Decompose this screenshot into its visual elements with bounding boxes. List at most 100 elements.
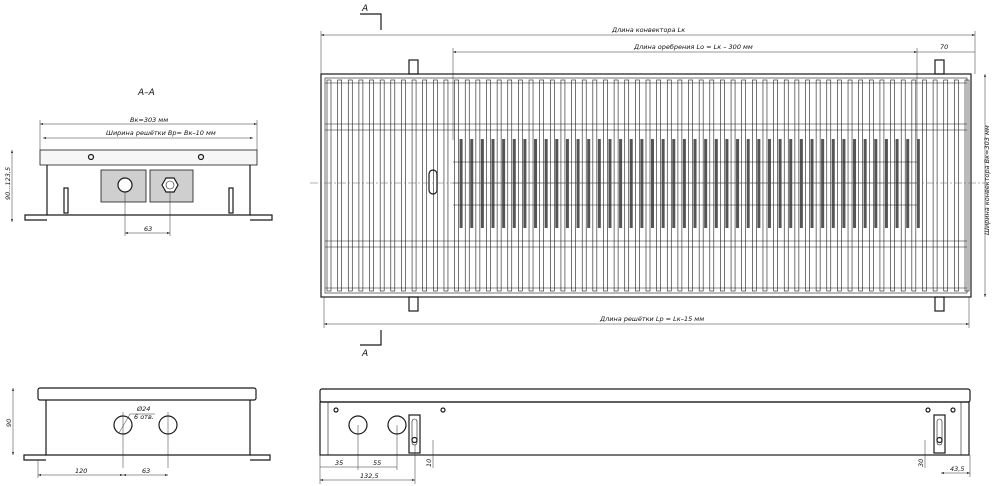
heat-exchanger-fin [842,139,846,228]
grille-bar [645,79,651,292]
heat-exchanger-fin [736,139,740,228]
heat-exchanger-fin [502,139,506,228]
heat-exchanger-fin [629,139,633,228]
grille-bar [624,79,630,292]
grille-bar [507,79,513,292]
heat-exchanger-fin [799,139,803,228]
heat-exchanger-fin [767,139,771,228]
heat-exchanger-fin [640,139,644,228]
end-view: Ø24 6 отв. 90 120 63 [5,387,271,478]
grille [320,73,972,298]
grille-bar [879,79,885,292]
heat-exchanger-fin [661,139,665,228]
heat-exchanger-fin [608,139,612,228]
heat-exchanger-fin [810,139,814,228]
grille-bar [666,79,672,292]
grille-bar [815,79,821,292]
hole-count-label: 6 отв. [134,413,154,421]
grille-bar [698,79,704,292]
heat-exchanger-fin [725,139,729,228]
grille-bar [688,79,693,292]
heat-exchanger-fin [863,139,867,228]
dimension-30: 30 [917,459,925,467]
section-mark-top: А [360,4,382,30]
grille-bar [677,79,683,292]
heat-exchanger-fin [778,139,782,228]
heat-exchanger-fin [523,139,527,228]
grille-bar [943,79,949,292]
heat-exchanger-fin [534,139,538,228]
dimension-43-5: 43,5 [950,465,964,473]
handle-slot [428,169,438,195]
grille-bar [720,79,725,292]
heat-exchanger-fin [491,139,495,228]
grille-bar [773,79,778,292]
heat-exchanger-fin [746,139,750,228]
mounting-bracket [408,414,421,454]
heat-exchanger-fin [757,139,761,228]
dimension-55: 55 [373,459,381,467]
length-dimension: Длина конвектора Lк [611,26,685,34]
heat-exchanger-fin [544,139,548,228]
grille-bar [539,79,544,292]
grille-bar [581,79,587,292]
section-mark-bottom: А [360,330,382,359]
heat-exchanger-fin [704,139,708,228]
grille-bar [635,79,640,292]
grille-bar [656,79,661,292]
grille-bar [964,79,970,292]
grille-bar [518,79,523,292]
heat-exchanger-fin [714,139,718,228]
grille-bar [794,79,800,292]
grille-bar [837,79,842,292]
heat-exchanger-fin [651,139,654,228]
grille-bar [443,79,449,292]
section-view-a-a: А–А Вк=303 мм Ширина решётки Вр= Вк–10 м… [4,88,273,236]
heat-exchanger-fin [459,139,463,228]
dimension-132-5: 132,5 [360,472,379,480]
height-dimension: 90 [5,419,13,427]
width-dimension: Вк=303 мм [130,116,168,124]
grille-bar [390,79,396,292]
grille-bar [528,79,534,292]
width-dimension: Ширина конвектора Вк=303 мм [983,125,991,235]
heat-exchanger-fin [682,139,686,228]
heat-exchanger-fin [672,139,676,228]
grille-bar [571,79,576,292]
fin-length-dimension: Длина оребрения Lо = Lк – 300 мм [633,43,753,51]
grille-bar [549,79,555,292]
heat-exchanger-fin [587,139,591,228]
grille-width-dimension: Ширина решётки Вр= Вк–10 мм [106,129,216,137]
grille-bar [922,79,927,292]
grille-bar [954,79,959,292]
grille-bar [858,79,863,292]
grille-bar [560,79,566,292]
grille-bar [337,79,342,292]
heat-exchanger-fin [874,139,878,228]
grille-bar [826,79,832,292]
grille-bar [900,79,906,292]
heat-exchanger-fin [565,139,569,228]
grille-bar [379,79,385,292]
heat-exchanger-fin [906,139,910,228]
heat-exchanger-fin [555,139,559,228]
mounting-bracket [933,414,946,454]
heat-exchanger-fin [619,139,623,228]
grille-length-dimension: Длина решётки Lр = Lк–15 мм [599,315,704,323]
grille-bar [709,79,715,292]
grille-bar [752,79,757,292]
offset-dimension: 70 [940,43,948,51]
pipe-spacing-dimension: 63 [144,225,152,233]
grille-bar [741,79,747,292]
heat-exchanger-fin [884,139,888,228]
grille-bar [890,79,895,292]
section-title: А–А [137,88,155,98]
grille-bar [347,79,353,292]
heat-exchanger-fin [853,139,857,228]
dimension-35: 35 [335,459,343,467]
grille-bar [401,79,406,292]
section-mark-letter: А [361,4,368,14]
section-mark-letter: А [361,349,368,359]
dimension-120: 120 [75,467,87,475]
heat-exchanger-fin [789,139,793,228]
